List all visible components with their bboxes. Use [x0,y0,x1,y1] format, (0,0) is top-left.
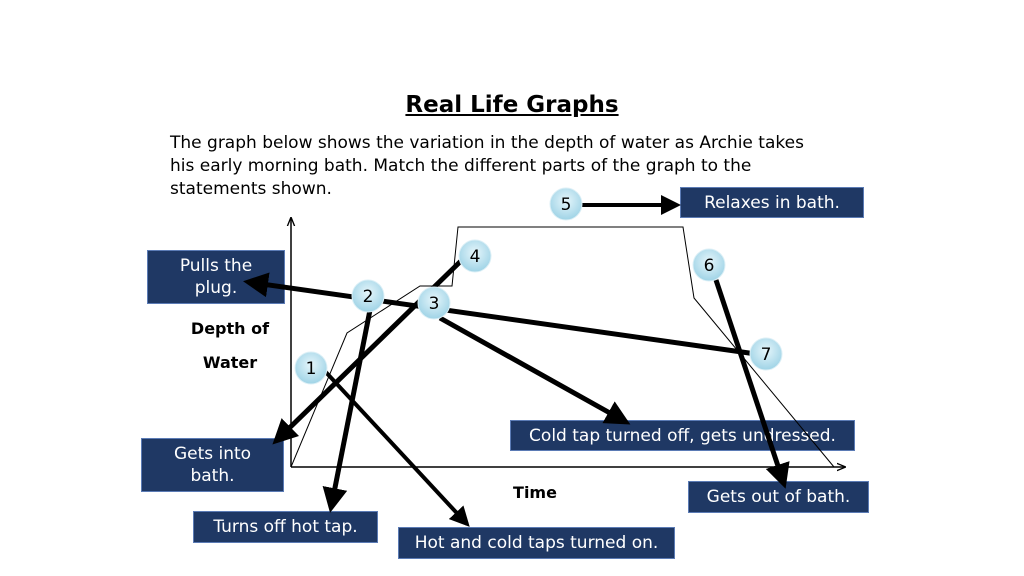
marker-2: 2 [351,279,385,313]
label-taps-on: Hot and cold taps turned on. [398,527,675,559]
y-axis-label: Depth of Water [190,319,270,372]
intro-line-2: his early morning bath. Match the differ… [170,156,752,176]
arrow-2-to-hot-tap-off [322,309,373,513]
marker-5: 5 [549,187,583,221]
arrow-3-to-cold-tap-off [438,315,631,425]
label-relaxes: Relaxes in bath. [680,187,864,218]
svg-text:3: 3 [429,294,440,314]
svg-text:6: 6 [704,256,715,276]
marker-7: 7 [749,337,783,371]
svg-text:5: 5 [561,195,572,215]
arrow-1-to-taps-on [320,366,470,527]
marker-1: 1 [294,351,328,385]
arrow-7-to-pulls-plug [243,272,757,357]
label-hot-tap-off: Turns off hot tap. [193,511,378,543]
marker-4: 4 [458,239,492,273]
svg-text:2: 2 [363,287,374,307]
label-cold-tap-off: Cold tap turned off, gets undressed. [510,420,855,451]
svg-text:4: 4 [470,247,481,267]
depth-curve [290,226,835,468]
svg-text:1: 1 [306,359,317,379]
intro-line-3: statements shown. [170,179,332,199]
arrow-6-to-gets-out [713,279,790,489]
marker-3: 3 [417,286,451,320]
label-gets-into-bath: Gets into bath. [141,438,284,492]
intro-line-1: The graph below shows the variation in t… [170,133,804,153]
marker-6: 6 [692,248,726,282]
x-axis-label: Time [513,483,557,502]
svg-text:7: 7 [761,345,772,365]
intro-text: The graph below shows the variation in t… [170,132,870,201]
page-title: Real Life Graphs [405,92,619,118]
